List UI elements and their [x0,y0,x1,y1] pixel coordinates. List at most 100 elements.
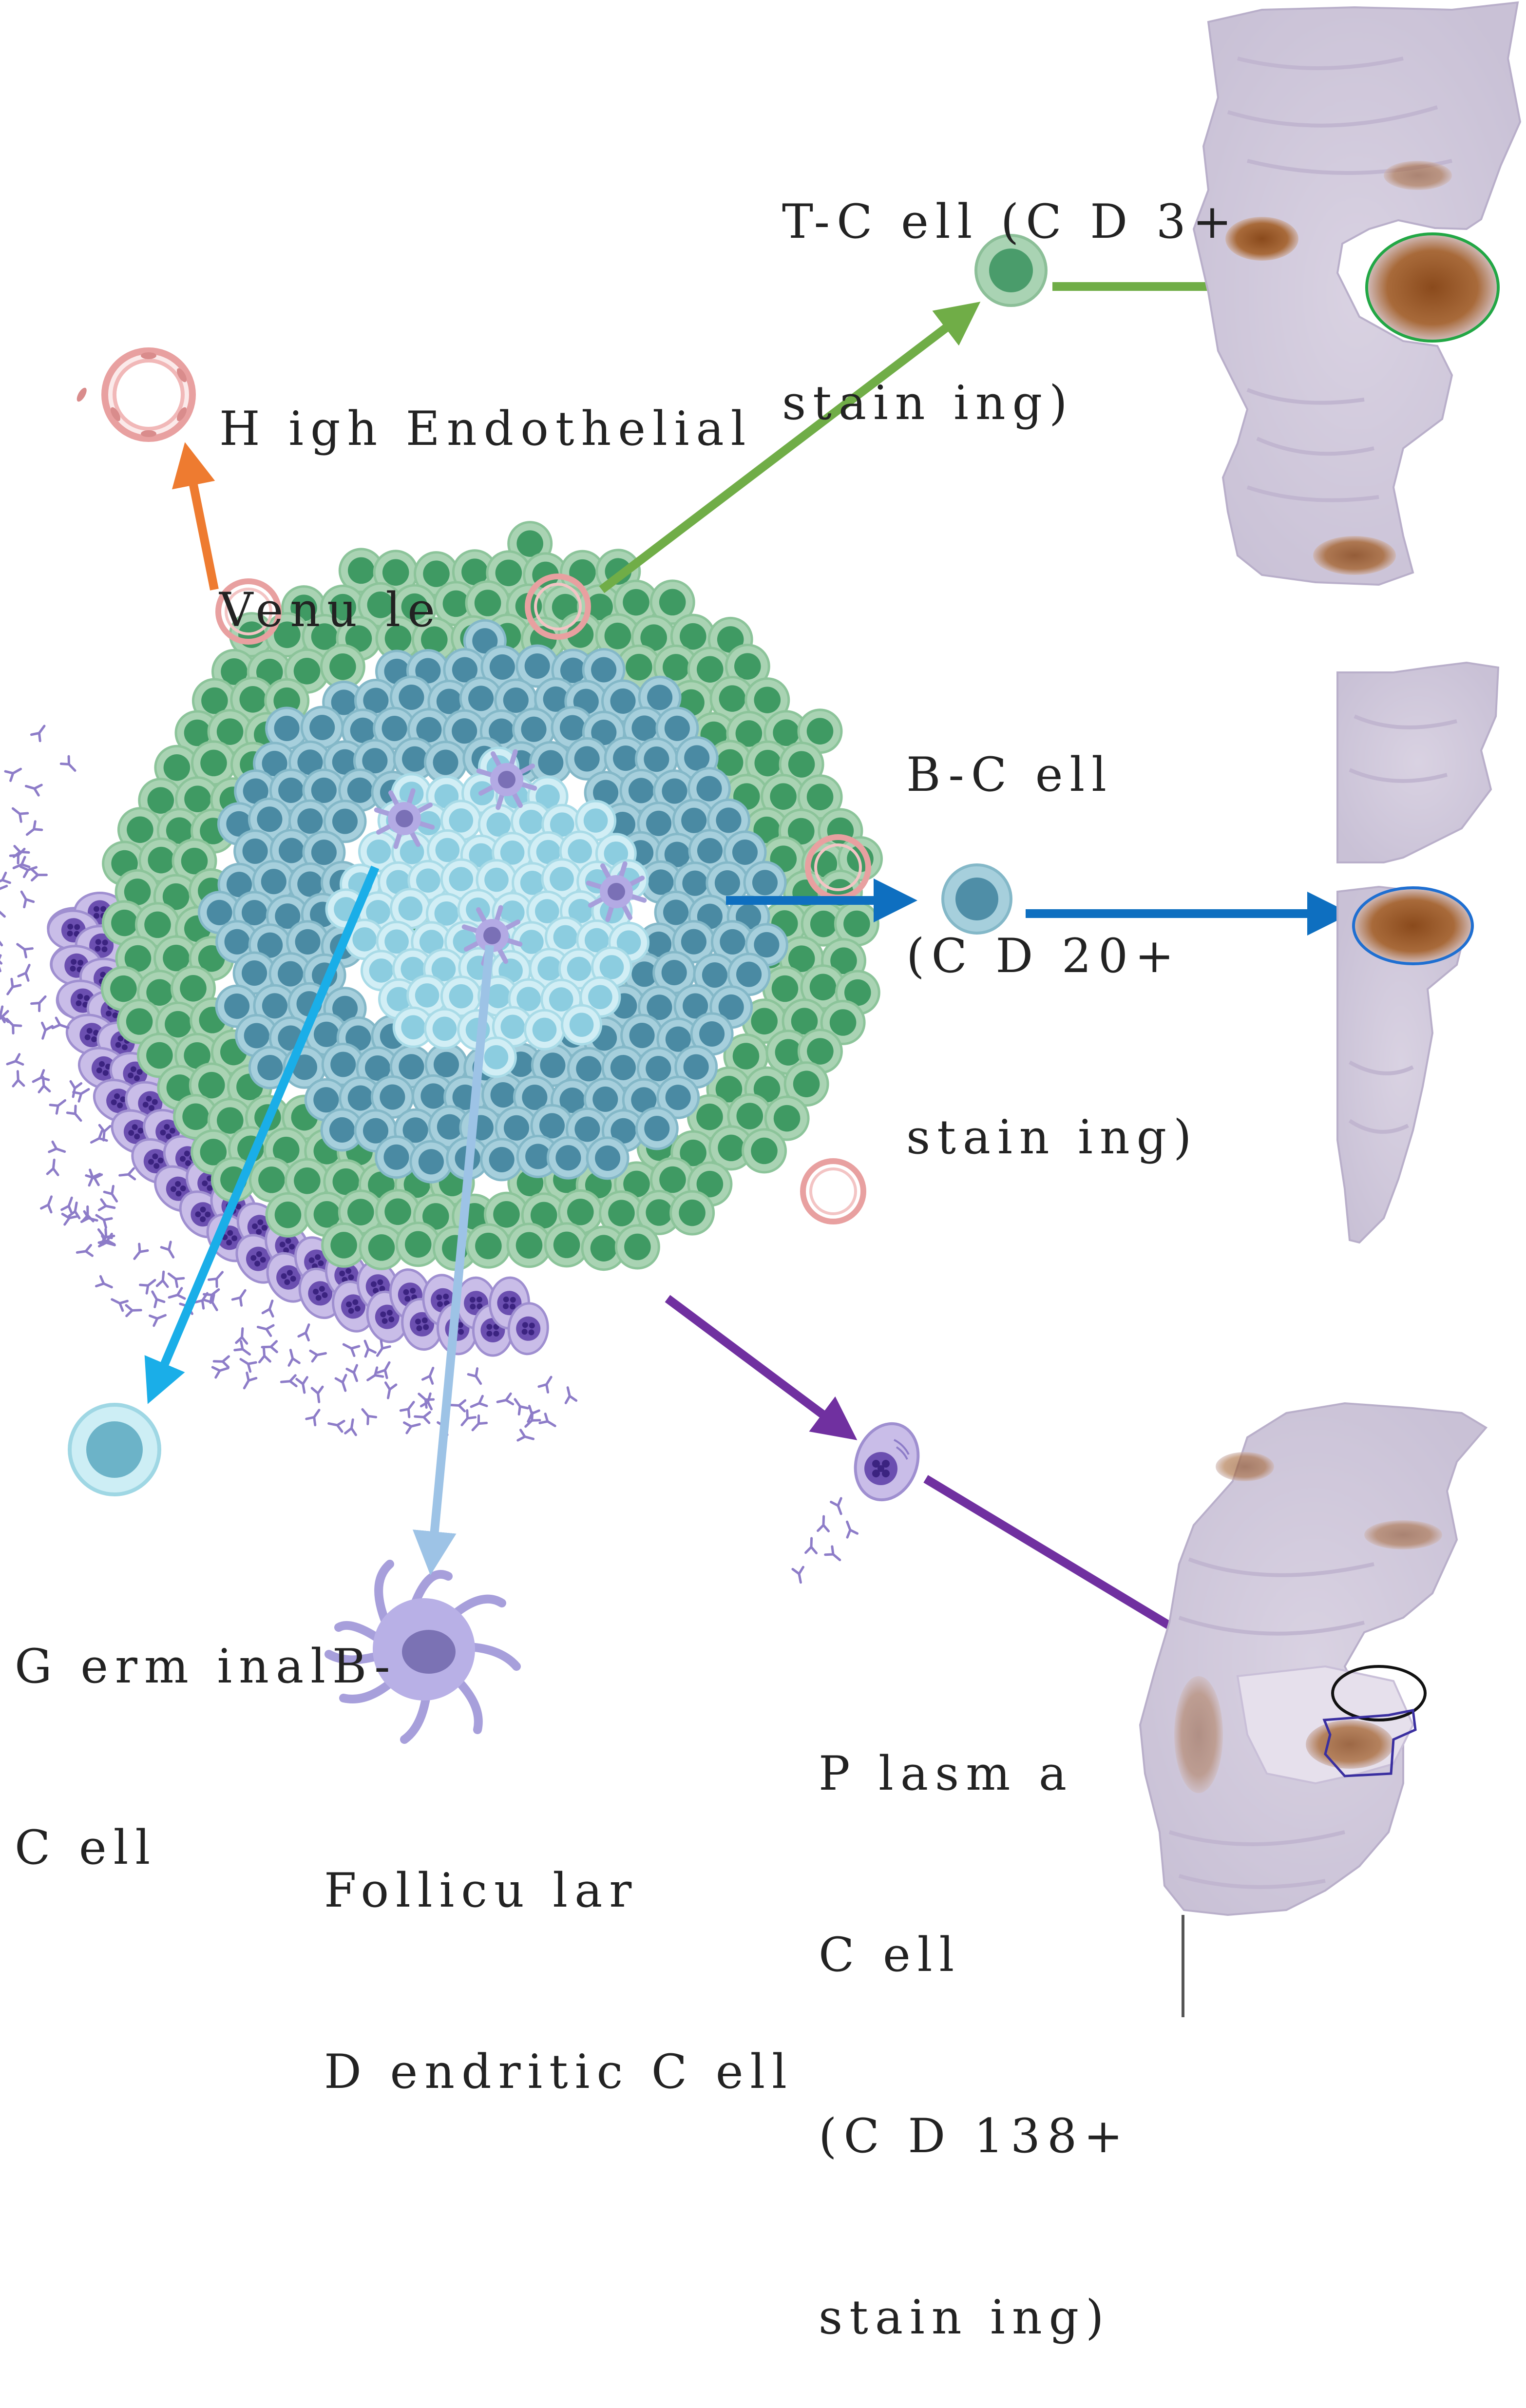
b-cell-zone [197,619,788,1184]
tissue-panel-cd3 [1192,1,1522,586]
b-cell [428,1105,472,1149]
antibody [376,1339,391,1357]
t-cell-zone [100,521,883,1271]
b-cell [321,1043,365,1086]
b-cell [582,648,626,691]
b-cell [723,830,767,874]
tissue-panel-cd20 [1238,661,1500,1244]
antibody [6,1053,24,1066]
germinal-b-cell-label-line-2: C ell [15,1820,157,1875]
follicular-dendritic-cells [374,749,647,966]
t-cell [779,742,824,787]
antibody [98,1124,112,1142]
antibody [125,1304,142,1318]
antibody [61,1213,79,1226]
antibody [20,890,35,909]
antibody [30,725,46,743]
antibody [32,1069,50,1083]
antibody [0,1013,4,1031]
b-cell [232,951,276,995]
b-cell [727,953,771,996]
antibody [66,1105,82,1122]
b-cell [546,1136,590,1180]
antibody [297,1323,310,1342]
t-cell [136,1032,182,1078]
antibody [193,1292,209,1310]
b-cell [516,1134,560,1178]
hev-label-line-1: H igh Endothelial [219,401,753,456]
b-cell [656,1075,700,1119]
antibody [212,1355,230,1369]
plasma-cell [507,1302,549,1356]
b-cell-icon [941,863,1012,935]
plasma-label-line-1: P lasm a [819,1746,1074,1801]
t-cell [614,1224,660,1270]
t-cell [116,999,162,1044]
t-cell [544,1222,590,1268]
antibody [133,1242,149,1260]
antibody [51,1016,70,1030]
antibody [4,767,22,782]
antibody [414,1411,431,1424]
t-cell [744,677,790,723]
b-cell [269,768,313,812]
b-cell [424,741,467,784]
antibody [527,1405,540,1423]
antibody [421,1367,435,1385]
t-cell [465,1223,511,1269]
b-cell [586,1136,629,1180]
antibody [40,1195,53,1214]
antibody [233,1340,251,1356]
antibody [309,1349,327,1363]
germinal-b-cell-label-line-1: G erm inalB- [15,1639,397,1694]
antibody [830,1497,842,1515]
t-cell [101,900,147,946]
antibody [49,1099,67,1115]
antibody [471,1414,488,1432]
antibody [151,1290,166,1308]
antibody [402,1421,421,1434]
antibody [60,1196,73,1215]
antibody [460,1409,477,1427]
antibody [208,1271,224,1288]
t-cell [358,582,403,628]
follicular-dendritic-cell [374,788,435,849]
antibody [167,1272,185,1288]
germinal-b-cell-label: G erm inalB- C ell [15,1515,397,1938]
antibody [467,1367,482,1385]
germinal-b-cell [544,916,586,958]
high-endothelial-venule [800,1158,866,1224]
arrow-to-follicular-dendritic-cell [412,945,494,1575]
t-cell-icon [974,234,1048,307]
germinal-b-cell [424,1008,465,1050]
antibody [496,1392,515,1406]
b-cell [253,984,297,1028]
antibody [538,1413,556,1427]
t-cell [708,1125,754,1171]
antibody [203,1293,218,1311]
antibody [59,755,76,772]
antibody [0,901,6,919]
antibody [791,1566,805,1584]
plasma-label-line-3: (C D 138+ [819,2109,1130,2163]
t-cell [742,1128,787,1174]
arrow-to-t-cell [599,302,981,593]
t-cell [302,614,347,659]
t-cell [783,1061,829,1107]
antibody [399,1401,415,1418]
antibody [16,943,34,958]
antibody [824,1545,841,1562]
b-cell [620,1013,664,1057]
t-cell [321,1222,367,1268]
antibody [40,1021,54,1040]
antibody [363,1339,377,1358]
antibody [11,807,29,823]
antibody [76,1243,94,1257]
b-cell [672,920,716,964]
antibody [235,1327,248,1345]
t-cell [762,966,808,1012]
antibody [24,784,43,797]
t-cell [433,581,479,627]
antibody [48,1140,66,1153]
b-cell [512,707,555,751]
